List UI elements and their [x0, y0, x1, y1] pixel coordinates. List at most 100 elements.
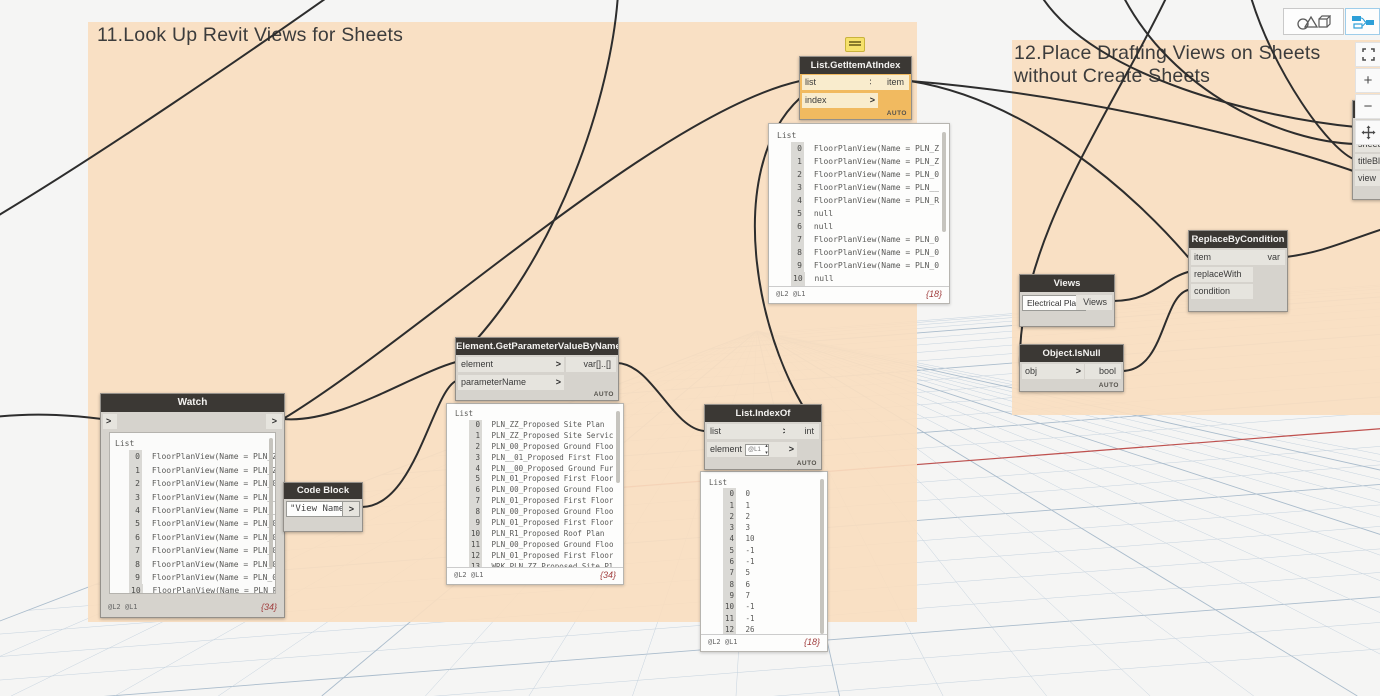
input-port-replacewith[interactable]: replaceWith	[1191, 267, 1253, 282]
list-label: List	[115, 439, 135, 448]
list-item: 7 5	[709, 567, 817, 579]
list-item: 11 -1	[723, 612, 755, 624]
output-port[interactable]	[342, 501, 360, 517]
list-item: 3 FloorPlanView(Name = PLN__01_Propo	[777, 181, 939, 194]
list-item: 6 PLN_00_Proposed Ground Floor Finis	[455, 485, 613, 497]
node-header[interactable]: ReplaceByCondition	[1189, 231, 1287, 248]
lacing-badge[interactable]: AUTO	[593, 391, 614, 398]
list-item: 10 null	[791, 272, 834, 285]
list-item: 9 PLN_01_Proposed First Floor Wall T	[455, 518, 613, 529]
geometry-view-button[interactable]	[1283, 8, 1344, 35]
watch-data-panel[interactable]: List 0 FloorPlanView(Name = PLN_ZZ_Pro1 …	[109, 432, 276, 594]
list-item: 11 PLN_00_Proposed Ground Floor Door	[469, 539, 613, 551]
node-getparametervaluebyname[interactable]: Element.GetParameterValueByName element …	[455, 337, 619, 401]
lacing-badge[interactable]: AUTO	[796, 460, 817, 467]
list-item: 3 FloorPlanView(Name = PLN__01_Pr	[115, 490, 275, 505]
list-item: 1 FloorPlanView(Name = PLN_ZZ_Pro	[115, 463, 275, 478]
input-port-index[interactable]: index	[802, 93, 878, 108]
list-item: 8 FloorPlanView(Name = PLN_00_Propos	[777, 246, 939, 259]
node-header[interactable]: Watch	[101, 394, 284, 412]
list-item: 4 FloorPlanView(Name = PLN__00_Pr	[115, 504, 275, 518]
node-replacebycondition[interactable]: ReplaceByCondition item replaceWith cond…	[1188, 230, 1288, 312]
lacing-levels: @L2 @L1	[454, 571, 484, 579]
node-header[interactable]: List.IndexOf	[705, 405, 821, 422]
watch-input-port[interactable]	[103, 414, 117, 429]
list-item: 7 FloorPlanView(Name = PLN_01_Pro	[115, 544, 275, 558]
node-header[interactable]: Element.GetParameterValueByName	[456, 338, 618, 355]
input-port-list[interactable]: list	[802, 75, 878, 90]
input-port-item[interactable]: item	[1191, 250, 1253, 265]
note-icon[interactable]	[845, 37, 865, 52]
preview-bubble-getitematindex[interactable]: List 0 FloorPlanView(Name = PLN_ZZ_Propo…	[768, 123, 950, 304]
scrollbar[interactable]	[616, 411, 620, 483]
node-list-indexof[interactable]: List.IndexOf list element@L1 int AUTO	[704, 404, 822, 470]
input-port-element[interactable]: element	[458, 357, 564, 372]
output-port-views[interactable]: Views	[1076, 295, 1112, 310]
list-item: 3 3	[709, 522, 817, 534]
node-watch[interactable]: Watch List 0 FloorPlanView(Name = PLN_ZZ…	[100, 393, 285, 618]
port-arrow-icon	[556, 375, 561, 390]
node-header[interactable]: List.GetItemAtIndex	[800, 57, 911, 74]
list-item: 6 null	[777, 220, 939, 233]
list-item: 1 PLN_ZZ_Proposed Site Services Plan	[455, 430, 613, 442]
item-count: {18}	[803, 637, 820, 647]
list-item: 1 FloorPlanView(Name = PLN_ZZ_Propos	[777, 155, 939, 168]
node-views-dropdown[interactable]: Views Electrical Plan Views	[1019, 274, 1115, 327]
node-header[interactable]: Views	[1020, 275, 1114, 292]
node-code-block[interactable]: Code Block "View Name";	[283, 482, 363, 532]
list-item: 2 PLN_00_Proposed Ground Floor Plan	[455, 441, 613, 453]
output-port-bool[interactable]: bool	[1085, 364, 1121, 379]
scrollbar[interactable]	[820, 479, 824, 634]
input-port-obj[interactable]: obj	[1022, 364, 1084, 379]
node-header[interactable]: Object.IsNull	[1020, 345, 1123, 362]
list-item: 12 PLN_01_Proposed First Floor Door	[469, 550, 613, 562]
list-item: 6 -1	[709, 556, 817, 568]
output-port-int[interactable]: int	[785, 424, 819, 439]
input-port-element[interactable]: element@L1	[707, 442, 797, 457]
port-arrow-icon	[349, 504, 354, 514]
list-item: 4 PLN__00_Proposed Ground Furniture	[455, 463, 613, 475]
list-item: 2 FloorPlanView(Name = PLN_00_Pro	[115, 477, 275, 491]
list-level-spinner[interactable]: @L1	[745, 443, 769, 457]
list-item: 7 FloorPlanView(Name = PLN_01_Propos	[777, 233, 939, 246]
zoom-out-button[interactable]: −	[1355, 94, 1380, 119]
code-block-input[interactable]: "View Name";	[286, 501, 355, 517]
lacing-badge[interactable]: AUTO	[1098, 382, 1119, 389]
port-arrow-icon	[106, 416, 111, 426]
input-port-condition[interactable]: condition	[1191, 284, 1253, 299]
input-port-view[interactable]: view	[1355, 171, 1380, 186]
zoom-in-button[interactable]: +	[1355, 68, 1380, 93]
scrollbar[interactable]	[942, 132, 946, 232]
list-item: 0 FloorPlanView(Name = PLN_ZZ_Propos	[777, 142, 939, 155]
lacing-badge[interactable]: AUTO	[886, 110, 907, 117]
output-port-item[interactable]: item	[871, 75, 909, 90]
list-item: 12 26	[723, 623, 755, 634]
pan-button[interactable]	[1355, 120, 1380, 145]
list-item: 9 FloorPlanView(Name = PLN_01_Pro	[115, 571, 275, 585]
node-header[interactable]: Code Block	[284, 483, 362, 499]
fit-view-button[interactable]	[1355, 42, 1380, 67]
watch-output-port[interactable]	[266, 414, 282, 429]
list-item: 10 PLN_R1_Proposed Roof Plan	[469, 528, 605, 540]
input-port-parametername[interactable]: parameterName	[458, 375, 564, 390]
canvas-tools[interactable]: + −	[1355, 42, 1380, 146]
list-item: 1 1	[709, 499, 817, 511]
input-port-titleblock[interactable]: titleBlock	[1355, 154, 1380, 169]
node-list-getitematindex[interactable]: List.GetItemAtIndex list index item AUTO	[799, 56, 912, 120]
list-item: 2 FloorPlanView(Name = PLN_00_Propos	[777, 168, 939, 181]
output-port-var[interactable]: var	[1253, 250, 1285, 265]
output-port-var[interactable]: var[]..[]	[566, 357, 616, 372]
node-object-isnull[interactable]: Object.IsNull obj bool AUTO	[1019, 344, 1124, 392]
item-count: {34}	[599, 570, 616, 580]
list-item: 10 FloorPlanView(Name = PLN_R1_Pr	[115, 584, 275, 593]
scrollbar[interactable]	[269, 438, 273, 568]
graph-view-button[interactable]	[1345, 8, 1380, 35]
port-arrow-icon	[870, 93, 875, 108]
graph-nodes-icon	[1351, 15, 1374, 29]
input-port-list[interactable]: list	[707, 424, 791, 439]
list-item: 2 2	[709, 510, 817, 523]
list-item: 5 null	[777, 207, 939, 220]
